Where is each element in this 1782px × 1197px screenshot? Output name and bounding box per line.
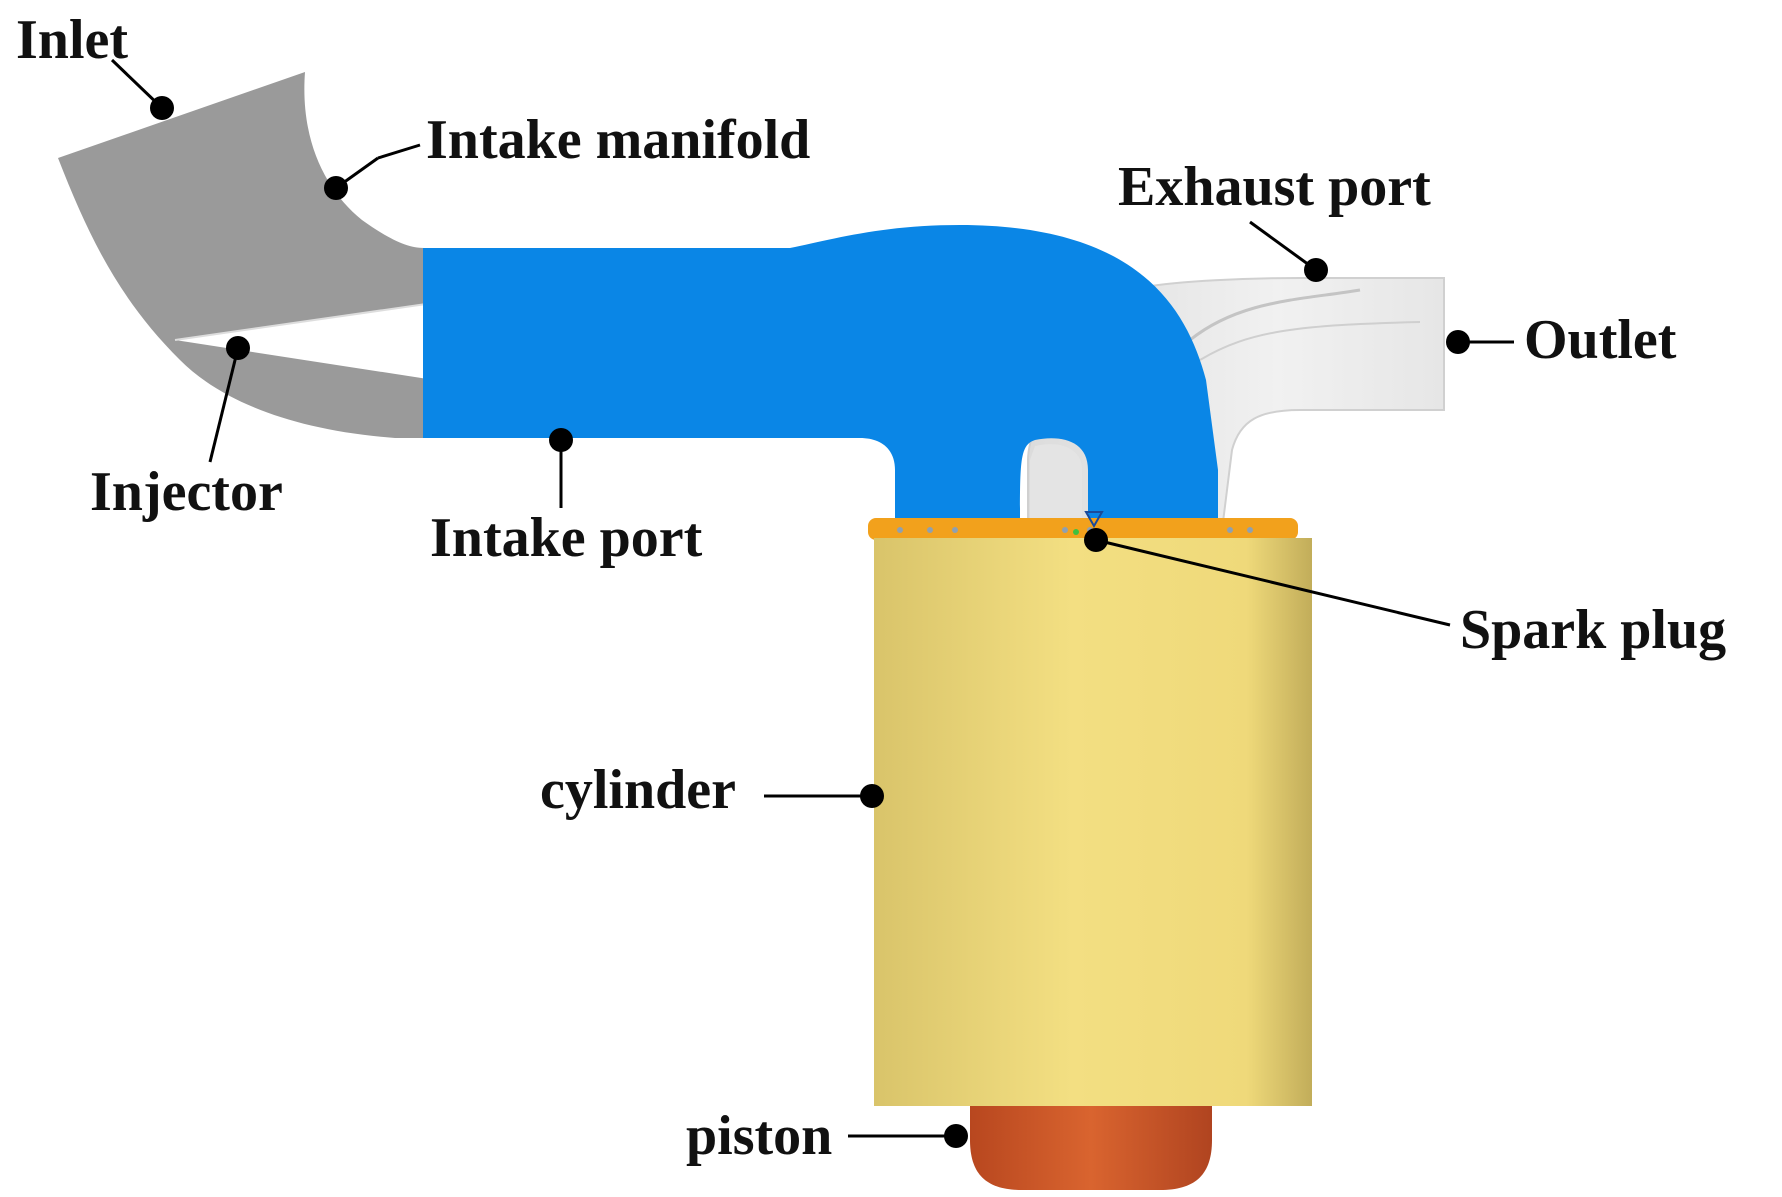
- head-ring-dots: [897, 527, 1253, 533]
- label-intake-port: Intake port: [430, 507, 703, 569]
- leader-intake-port: [549, 428, 573, 508]
- intake-port-gap: [1030, 444, 1082, 526]
- label-outlet: Outlet: [1524, 309, 1677, 371]
- leader-inlet: [110, 58, 174, 120]
- label-inlet: Inlet: [16, 9, 128, 71]
- label-cylinder: cylinder: [540, 759, 736, 821]
- leader-cylinder: [764, 784, 884, 808]
- intake-port-body: [423, 225, 1218, 526]
- intake-manifold-shape: [58, 72, 447, 438]
- label-intake-manifold: Intake manifold: [426, 109, 810, 171]
- leader-piston: [848, 1124, 968, 1148]
- injector-slot: [175, 302, 447, 382]
- exhaust-port-runner-line-2: [1199, 321, 1421, 361]
- leader-exhaust-port: [1249, 220, 1328, 282]
- leader-spark-plug: [1084, 528, 1451, 627]
- leader-intake-manifold: [324, 143, 421, 200]
- label-exhaust-port: Exhaust port: [1118, 156, 1431, 218]
- label-spark-plug: Spark plug: [1460, 599, 1726, 661]
- exhaust-port-runner-line: [1189, 288, 1361, 342]
- label-injector: Injector: [90, 461, 283, 523]
- leader-outlet: [1446, 330, 1514, 354]
- leader-injector: [208, 336, 250, 463]
- piston-shape: [970, 1106, 1212, 1190]
- intake-port-shape: [423, 225, 1218, 526]
- spark-plug-marker: [1073, 511, 1104, 535]
- cylinder-head-ring: [868, 518, 1298, 540]
- injector-slot-edge: [174, 301, 441, 341]
- intake-manifold-body: [58, 72, 424, 438]
- label-piston: piston: [686, 1105, 832, 1167]
- cylinder-shape: [874, 538, 1312, 1106]
